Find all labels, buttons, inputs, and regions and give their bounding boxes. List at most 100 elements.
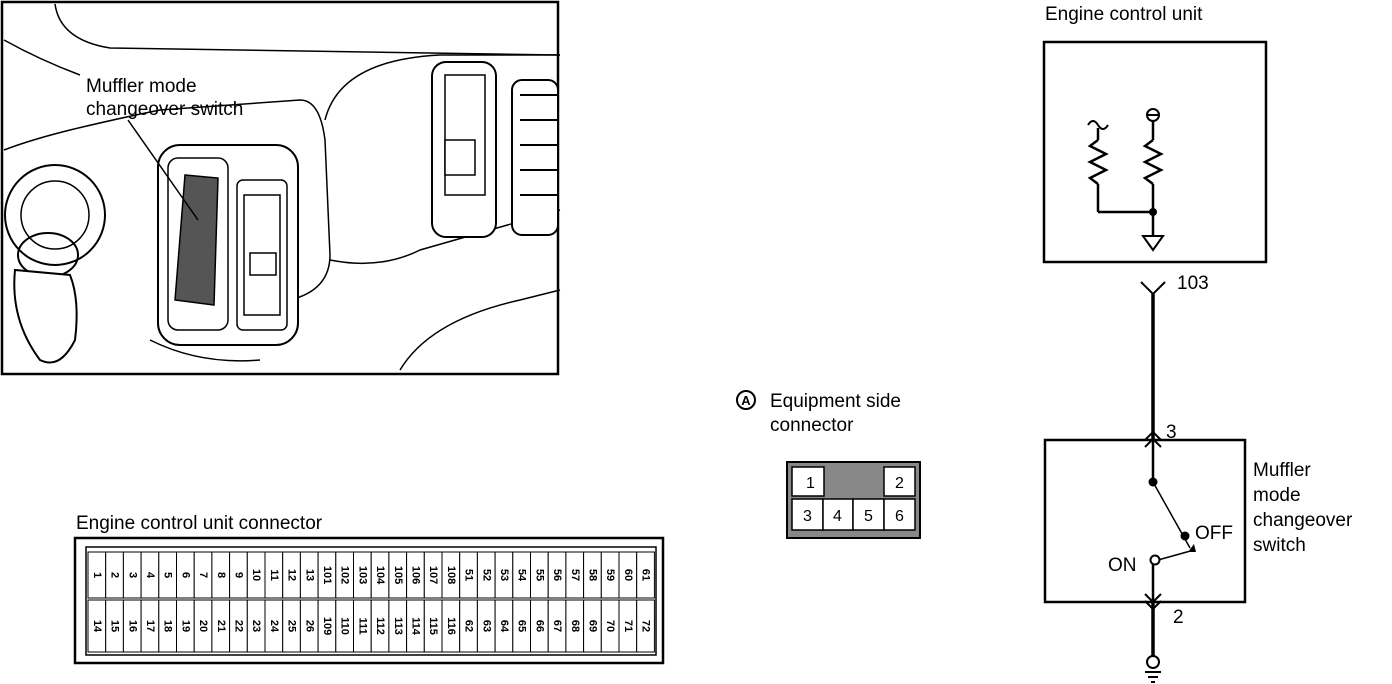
ecu-pin-label: 1 <box>91 572 103 578</box>
ecu-pin-label: 14 <box>91 620 103 633</box>
ecu-pin-label: 25 <box>286 620 298 632</box>
switch-box <box>1043 438 1247 604</box>
ecu-pin-label: 109 <box>321 617 333 635</box>
ground-icon <box>1146 655 1160 669</box>
ecu-pin-label: 55 <box>533 569 545 581</box>
ecu-pin-label: 56 <box>551 569 563 581</box>
ecu-pin-label: 64 <box>498 620 510 633</box>
ecu-pin-label: 67 <box>551 620 563 632</box>
callout-line-2: changeover switch <box>86 99 243 120</box>
ecu-pin-label: 103 <box>356 566 368 584</box>
ecu-pin-label: 72 <box>640 620 652 632</box>
ecu-pin-label: 51 <box>463 569 475 581</box>
switch-label-line: Muffler <box>1253 460 1311 481</box>
connector-a-pin: 5 <box>864 508 873 525</box>
ecu-pin-label: 112 <box>374 617 386 635</box>
ecu-pin-label: 68 <box>569 620 581 632</box>
ecu-pin-label: 60 <box>622 569 634 581</box>
ecu-pin-label: 52 <box>480 569 492 581</box>
ecu-pin-label: 20 <box>197 620 209 632</box>
ecu-pin-label: 21 <box>215 620 227 632</box>
ecu-pin-label: 54 <box>516 569 528 582</box>
connector-a-label-2: connector <box>770 415 854 436</box>
ecu-pin-label: 114 <box>410 617 422 636</box>
ecu-pin-label: 24 <box>268 620 280 633</box>
internal-ground-icon <box>1141 235 1165 252</box>
callout-line-1: Muffler mode <box>86 76 197 97</box>
ecu-pin-label: 16 <box>126 620 138 632</box>
ecu-pin-label: 23 <box>250 620 262 632</box>
switch-label-line: mode <box>1253 485 1301 506</box>
ecu-pin-label: 106 <box>410 566 422 584</box>
ecu-pin-label: 113 <box>392 617 404 635</box>
ecu-pin-label: 110 <box>339 617 351 635</box>
ecu-pin-label: 26 <box>303 620 315 632</box>
connector-a-pin: 1 <box>806 475 815 492</box>
switch-location-illustration <box>0 0 561 376</box>
ecu-pin-label: 116 <box>445 617 457 635</box>
resistor-icon <box>1087 139 1109 185</box>
ecu-pin-label: 4 <box>144 572 156 579</box>
ecu-pin-label: 9 <box>233 572 245 578</box>
ecu-pin-label: 12 <box>286 569 298 581</box>
connector-a-pin: 3 <box>803 508 812 525</box>
switch-terminal-bottom: 2 <box>1173 607 1184 628</box>
switch-terminal-top: 3 <box>1166 422 1177 443</box>
ecu-pin-label: 108 <box>445 566 457 584</box>
ecu-pin-label: 3 <box>126 572 138 578</box>
ecu-terminal-label: 103 <box>1177 273 1209 294</box>
ecu-pin-label: 59 <box>604 569 616 581</box>
ecu-pin-label: 22 <box>233 620 245 632</box>
ecu-pin-label: 115 <box>427 617 439 635</box>
ecu-pin-label: 2 <box>109 572 121 578</box>
ecu-pin-label: 13 <box>303 569 315 581</box>
connector-a-pin: 4 <box>833 508 842 525</box>
ecu-pin-label: 58 <box>587 569 599 581</box>
ecu-pin-label: 101 <box>321 566 333 584</box>
terminal-103-icon <box>1140 281 1166 296</box>
ecu-pin-label: 71 <box>622 620 634 632</box>
ecu-pin-label: 61 <box>640 569 652 581</box>
ecu-pin-label: 18 <box>162 620 174 632</box>
ecu-pin-label: 70 <box>604 620 616 632</box>
ecu-pin-label: 10 <box>250 569 262 581</box>
connector-a-pin: 6 <box>895 508 904 525</box>
ecu-connector-title: Engine control unit connector <box>76 513 323 534</box>
ecu-pin-label: 7 <box>197 572 209 578</box>
ecu-pin-label: 8 <box>215 572 227 578</box>
ecu-pin-label: 62 <box>463 620 475 632</box>
ecu-pin-label: 105 <box>392 566 404 584</box>
ecu-pin-label: 66 <box>533 620 545 632</box>
ecu-pin-label: 5 <box>162 572 174 578</box>
ecu-pin-label: 104 <box>374 566 386 585</box>
ecu-pin-label: 17 <box>144 620 156 632</box>
ecu-pin-cell <box>636 551 655 599</box>
ecu-pin-label: 63 <box>480 620 492 632</box>
ecu-pin-label: 107 <box>427 566 439 584</box>
ecu-pin-label: 19 <box>179 620 191 632</box>
switch-label-line: changeover <box>1253 510 1353 531</box>
equipment-connector: A Equipment side connector 1 2 3 4 5 6 <box>736 390 921 539</box>
resistor-icon <box>1142 139 1164 185</box>
ecu-pin-label: 6 <box>179 572 191 578</box>
ecu-pin-cell <box>636 599 655 653</box>
ac-source-icon <box>1087 120 1109 130</box>
connector-a-label-1: Equipment side <box>770 391 901 412</box>
ecu-pin-label: 102 <box>339 566 351 584</box>
switch-label-line: switch <box>1253 535 1306 556</box>
ecu-pin-label: 57 <box>569 569 581 581</box>
ecu-pin-label: 69 <box>587 620 599 632</box>
ecu-pin-label: 15 <box>109 620 121 632</box>
ecu-label: Engine control unit <box>1045 4 1203 25</box>
schematic: Engine control unit 103 3 OFF ON <box>1042 4 1353 683</box>
ecu-pin-label: 53 <box>498 569 510 581</box>
off-label: OFF <box>1195 523 1233 544</box>
ecu-pin-label: 65 <box>516 620 528 632</box>
on-label: ON <box>1108 555 1137 576</box>
ecu-pin-label: 11 <box>268 569 280 581</box>
connector-a-marker-icon <box>736 390 756 410</box>
connector-a-pin: 2 <box>895 475 904 492</box>
